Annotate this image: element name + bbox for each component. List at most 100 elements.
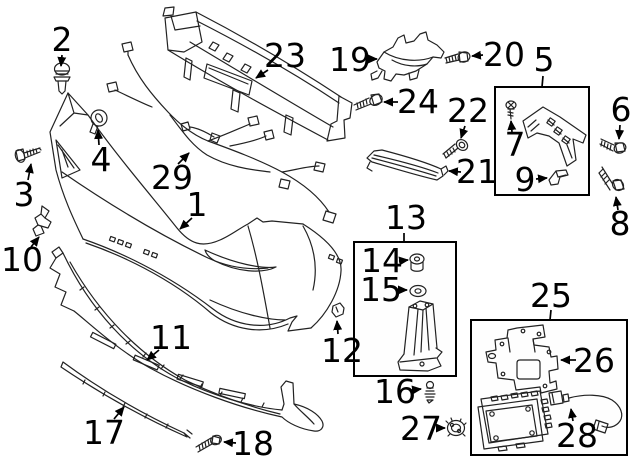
callout-arrow-7: [507, 120, 517, 133]
callout-line-5: [541, 75, 544, 88]
callout-label-12[interactable]: 12: [321, 331, 363, 370]
callout-label-2[interactable]: 2: [52, 20, 73, 59]
callout-11[interactable]: 11: [146, 318, 192, 361]
part-module-bracket-26: [485, 324, 559, 394]
callout-arrow-17: [113, 406, 125, 420]
callout-line-25: [549, 309, 552, 321]
callout-label-7[interactable]: 7: [505, 125, 526, 164]
callout-15[interactable]: 15: [360, 270, 408, 309]
callout-label-8[interactable]: 8: [610, 204, 631, 243]
callout-label-27[interactable]: 27: [400, 409, 442, 448]
callout-label-24[interactable]: 24: [397, 82, 439, 121]
callout-label-29[interactable]: 29: [151, 158, 193, 197]
part-screw-22: [442, 138, 469, 159]
callout-1[interactable]: 1: [179, 185, 208, 230]
part-clip-9: [548, 169, 569, 186]
callout-label-10[interactable]: 10: [1, 240, 43, 279]
callout-arrow-10: [29, 236, 40, 248]
callout-label-14[interactable]: 14: [361, 241, 403, 280]
callout-arrow-4: [94, 129, 104, 146]
callout-arrow-9: [535, 174, 548, 184]
part-step-pad: [366, 149, 449, 181]
callout-label-25[interactable]: 25: [530, 276, 572, 315]
callout-29[interactable]: 29: [151, 152, 193, 197]
part-screw-8: [598, 166, 625, 192]
callout-8[interactable]: 8: [610, 196, 631, 243]
callout-label-5[interactable]: 5: [534, 40, 555, 79]
callout-arrow-14: [398, 256, 409, 266]
callout-16[interactable]: 16: [374, 372, 422, 411]
callout-label-15[interactable]: 15: [360, 270, 402, 309]
callout-label-16[interactable]: 16: [374, 372, 416, 411]
callout-label-17[interactable]: 17: [83, 413, 125, 452]
callout-label-9[interactable]: 9: [515, 160, 536, 199]
part-wiring-harness: [106, 41, 337, 224]
callout-arrow-23: [255, 69, 269, 79]
callout-arrow-8: [612, 196, 622, 211]
kit-box-25-border: [470, 319, 628, 456]
callout-5[interactable]: 5: [534, 40, 555, 88]
part-module-25: [477, 390, 553, 452]
callout-arrow-22: [459, 125, 469, 139]
callout-arrow-20: [471, 50, 484, 60]
callout-label-21[interactable]: 21: [456, 152, 498, 191]
callout-label-3[interactable]: 3: [14, 175, 35, 214]
callout-14[interactable]: 14: [361, 241, 409, 280]
callout-arrow-29: [177, 152, 190, 165]
part-clip-12: [331, 302, 345, 318]
callout-label-22[interactable]: 22: [447, 91, 489, 130]
callout-23[interactable]: 23: [255, 36, 306, 79]
callout-7[interactable]: 7: [505, 120, 526, 164]
callout-label-23[interactable]: 23: [264, 36, 306, 75]
callout-28[interactable]: 28: [556, 408, 598, 455]
callout-6[interactable]: 6: [611, 90, 632, 140]
callout-label-20[interactable]: 20: [483, 35, 525, 74]
part-bracket-10: [32, 205, 52, 237]
part-bracket-5: [522, 106, 587, 167]
callout-arrow-12: [333, 320, 343, 335]
callout-4[interactable]: 4: [91, 129, 112, 179]
part-screw-7: [505, 100, 517, 120]
callout-label-6[interactable]: 6: [611, 90, 632, 129]
part-fastener-16: [424, 380, 436, 404]
callout-label-1[interactable]: 1: [187, 185, 208, 224]
group-box-25: [470, 319, 628, 456]
callout-27[interactable]: 27: [400, 409, 446, 448]
part-screw-18: [195, 434, 222, 453]
callout-22[interactable]: 22: [447, 91, 489, 139]
part-bumper-cover: [49, 92, 344, 332]
callout-label-11[interactable]: 11: [150, 318, 192, 357]
callout-24[interactable]: 24: [383, 82, 439, 121]
part-impact-bar: [162, 6, 353, 142]
callout-arrow-28: [568, 408, 577, 422]
callout-arrow-2: [57, 54, 67, 67]
callout-label-19[interactable]: 19: [329, 40, 371, 79]
part-bracket-13: [397, 300, 443, 372]
callout-arrow-3: [24, 163, 34, 181]
callout-25[interactable]: 25: [530, 276, 572, 321]
part-nut-27: [445, 417, 467, 437]
part-bracket-19: [370, 31, 445, 82]
callout-13[interactable]: 13: [385, 198, 427, 242]
callout-20[interactable]: 20: [471, 35, 525, 74]
callout-arrow-1: [179, 217, 193, 230]
callout-arrow-6: [615, 124, 625, 140]
callout-12[interactable]: 12: [321, 320, 363, 370]
callout-18[interactable]: 18: [223, 424, 274, 463]
callout-2[interactable]: 2: [52, 20, 73, 67]
callout-label-18[interactable]: 18: [232, 424, 274, 463]
callout-21[interactable]: 21: [448, 152, 498, 191]
callout-label-13[interactable]: 13: [385, 198, 427, 237]
callout-17[interactable]: 17: [83, 406, 125, 452]
callout-label-4[interactable]: 4: [91, 140, 112, 179]
callout-3[interactable]: 3: [14, 163, 35, 214]
callout-10[interactable]: 10: [1, 236, 43, 279]
callout-19[interactable]: 19: [329, 40, 378, 79]
callout-label-28[interactable]: 28: [556, 416, 598, 455]
part-screw-3: [14, 147, 42, 163]
callout-9[interactable]: 9: [515, 160, 548, 199]
part-push-clip: [53, 62, 71, 95]
callout-26[interactable]: 26: [560, 341, 615, 380]
callout-label-26[interactable]: 26: [573, 341, 615, 380]
